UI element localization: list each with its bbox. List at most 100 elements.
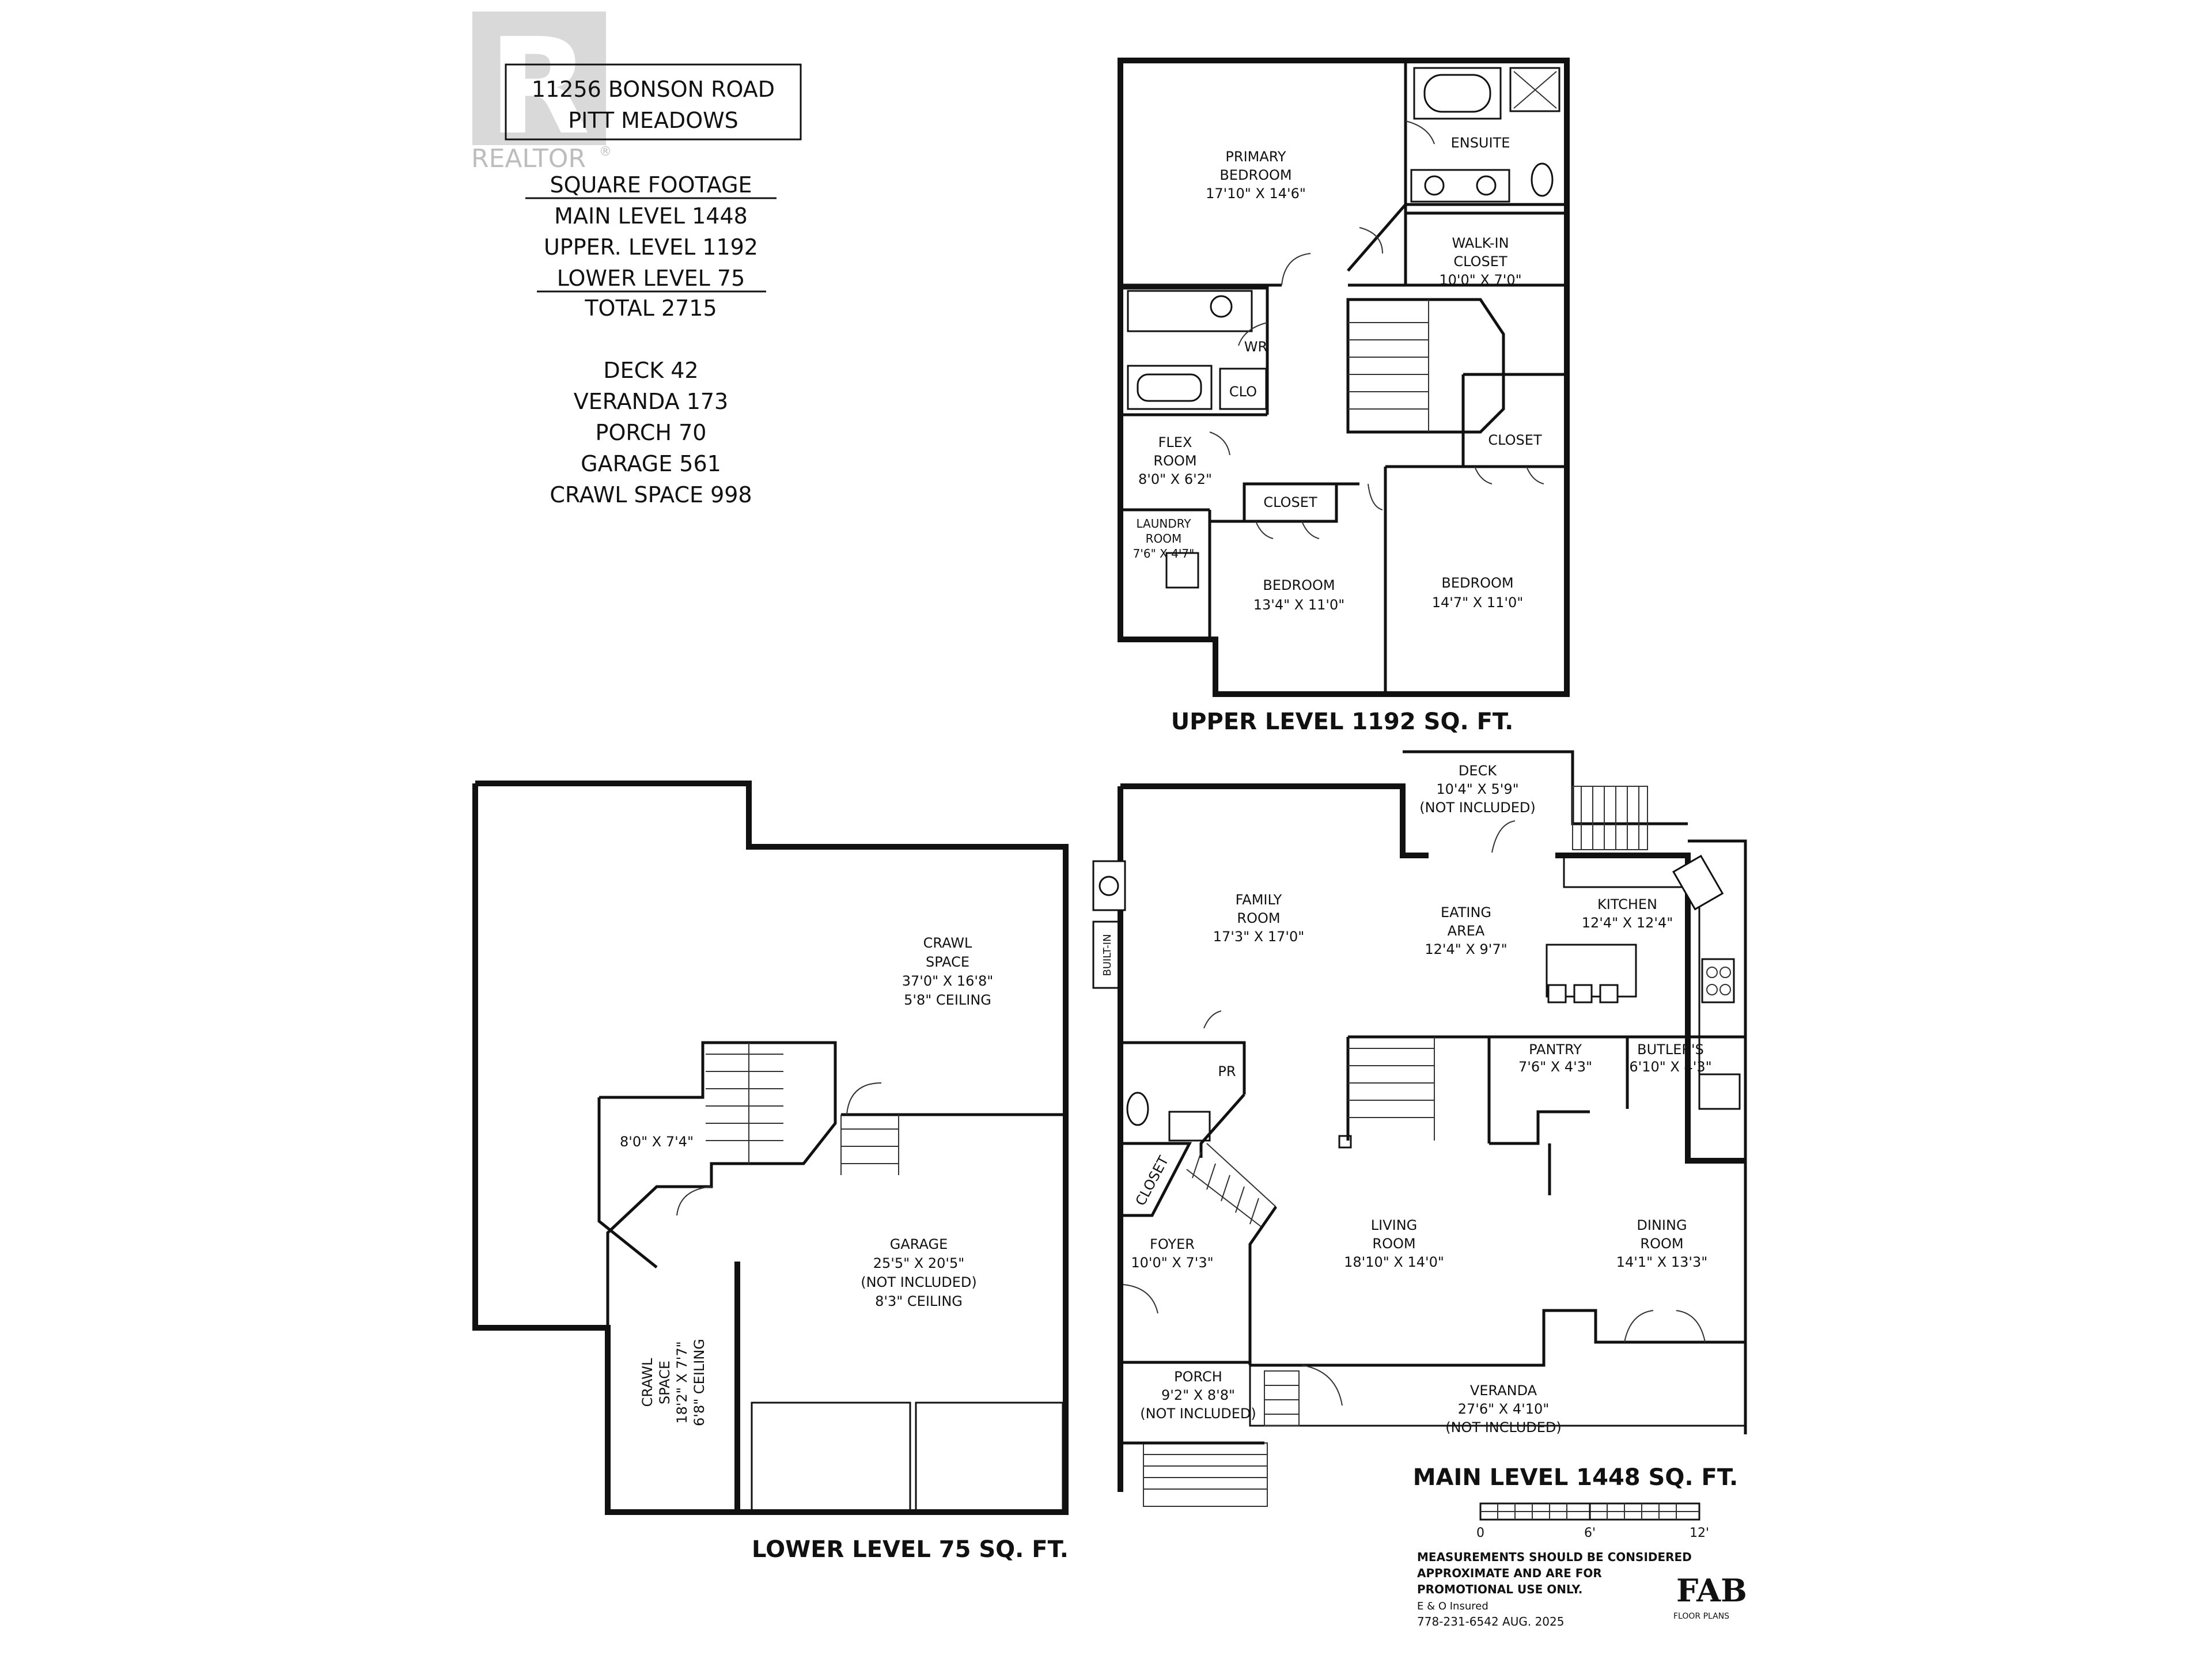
upper-ensuite: ENSUITE	[1451, 135, 1510, 151]
sqft-main: MAIN LEVEL 1448	[554, 203, 748, 229]
extra-porch: PORCH 70	[596, 420, 707, 445]
main-living-dim: 18'10" X 14'0"	[1344, 1254, 1444, 1270]
upper-clo: CLO	[1229, 384, 1257, 400]
disclaimer-l1: MEASUREMENTS SHOULD BE CONSIDERED	[1417, 1550, 1692, 1564]
main-family-dim: 17'3" X 17'0"	[1213, 929, 1305, 945]
lower-level-title: LOWER LEVEL 75 SQ. FT.	[752, 1536, 1069, 1563]
upper-bed1-l1: BEDROOM	[1263, 577, 1335, 593]
main-pantry-l1: PANTRY	[1529, 1041, 1582, 1058]
main-pantry-dim: 7'6" X 4'3"	[1518, 1059, 1592, 1075]
address-box: 11256 BONSON ROAD PITT MEADOWS	[505, 63, 802, 141]
upper-primary-l1: PRIMARY	[1225, 149, 1286, 165]
upper-walkin-l1: WALK-IN	[1452, 235, 1509, 251]
fab-name: FAB	[1676, 1572, 1747, 1609]
upper-flex-l1: FLEX	[1158, 434, 1192, 450]
lower-crawl2-dim: 18'2" X 7'7"	[674, 1341, 690, 1423]
upper-level-plan: PRIMARY BEDROOM 17'10" X 14'6" ENSUITE W…	[1118, 58, 1570, 735]
main-deck-l1: DECK	[1459, 763, 1497, 779]
upper-level-title: UPPER LEVEL 1192 SQ. FT.	[1171, 709, 1514, 735]
main-deck-note: (NOT INCLUDED)	[1419, 800, 1536, 816]
main-living-l1: LIVING	[1371, 1217, 1418, 1233]
lower-crawl1-l1: CRAWL	[923, 935, 972, 951]
main-kitchen-l1: KITCHEN	[1597, 896, 1657, 912]
lower-level-plan: CRAWL SPACE 37'0" X 16'8" 5'8" CEILING 8…	[472, 781, 1069, 1563]
main-family-l1: FAMILY	[1236, 892, 1282, 908]
upper-bed2-dim: 14'7" X 11'0"	[1432, 594, 1524, 611]
logo-brand: REALTOR	[471, 144, 586, 173]
extra-deck: DECK 42	[603, 358, 698, 383]
main-pr: PR	[1218, 1063, 1236, 1080]
sqft-total: TOTAL 2715	[584, 296, 717, 321]
main-veranda-dim: 27'6" X 4'10"	[1458, 1401, 1550, 1417]
upper-walkin-dim: 10'0" X 7'0"	[1439, 272, 1521, 288]
main-dining-l1: DINING	[1637, 1217, 1687, 1233]
foyer-stairs	[1186, 1143, 1277, 1228]
sqft-lower: LOWER LEVEL 75	[557, 266, 745, 291]
main-foyer-dim: 10'0" X 7'3"	[1131, 1255, 1213, 1271]
lower-crawl1-l2: SPACE	[926, 954, 969, 970]
upper-laundry-l1: LAUNDRY	[1136, 517, 1191, 531]
main-eating-dim: 12'4" X 9'7"	[1425, 941, 1507, 957]
lower-stair-room-dim: 8'0" X 7'4"	[620, 1134, 694, 1150]
realtor-logo[interactable]: R REALTOR ®	[471, 10, 612, 173]
lower-crawl1-dim: 37'0" X 16'8"	[902, 973, 994, 989]
main-porch-note: (NOT INCLUDED)	[1140, 1406, 1256, 1422]
disclaimer-l3: PROMOTIONAL USE ONLY.	[1417, 1582, 1582, 1596]
lower-garage-note: (NOT INCLUDED)	[861, 1274, 977, 1290]
main-family-l2: ROOM	[1237, 910, 1280, 926]
fab-sub: FLOOR PLANS	[1673, 1612, 1729, 1621]
main-foyer-l1: FOYER	[1150, 1236, 1195, 1252]
extra-crawl: CRAWL SPACE 998	[550, 482, 752, 507]
main-butlers-l1: BUTLER'S	[1637, 1041, 1704, 1058]
main-builtin: BUILT-IN	[1101, 934, 1113, 976]
sqft-title: SQUARE FOOTAGE	[550, 172, 752, 198]
main-closet: CLOSET	[1132, 1153, 1172, 1209]
upper-flex-dim: 8'0" X 6'2"	[1138, 471, 1212, 487]
address-line1: 11256 BONSON ROAD	[532, 77, 775, 102]
address-line2: PITT MEADOWS	[568, 108, 738, 133]
main-kitchen-dim: 12'4" X 12'4"	[1582, 915, 1673, 931]
main-eating-l1: EATING	[1441, 904, 1491, 921]
disclaimer-l5: 778-231-6542 AUG. 2025	[1417, 1615, 1564, 1628]
upper-laundry-dim: 7'6" X 4'7"	[1133, 547, 1195, 560]
logo-mark: ®	[599, 145, 612, 159]
main-dining-dim: 14'1" X 13'3"	[1616, 1254, 1708, 1270]
lower-garage-dim: 25'5" X 20'5"	[873, 1255, 965, 1271]
upper-bed2-l1: BEDROOM	[1441, 575, 1513, 591]
upper-walkin-l2: CLOSET	[1453, 253, 1508, 270]
scale-tick-0: 0	[1476, 1526, 1484, 1540]
upper-bed1-dim: 13'4" X 11'0"	[1253, 597, 1345, 613]
disclaimer-l4: E & O Insured	[1417, 1600, 1488, 1612]
lower-garage-ceil: 8'3" CEILING	[875, 1293, 963, 1309]
lower-crawl2-ceil: 6'8" CEILING	[691, 1339, 707, 1426]
upper-wr: WR	[1244, 339, 1267, 355]
scale-tick-12: 12'	[1690, 1526, 1709, 1540]
lower-stairs	[706, 1043, 899, 1175]
lower-crawl2-l2: SPACE	[657, 1361, 673, 1404]
lower-garage-l1: GARAGE	[890, 1236, 948, 1252]
scale-bar: 0 6' 12'	[1476, 1502, 1709, 1540]
main-level-title: MAIN LEVEL 1448 SQ. FT.	[1413, 1464, 1738, 1491]
main-stairs	[1348, 1037, 1435, 1141]
main-living-l2: ROOM	[1372, 1236, 1415, 1252]
main-level-plan: DECK 10'4" X 5'9" (NOT INCLUDED) FAMILY …	[1092, 750, 1747, 1507]
upper-primary-dim: 17'10" X 14'6"	[1206, 185, 1306, 202]
upper-primary-l2: BEDROOM	[1219, 167, 1291, 183]
upper-stairs	[1348, 300, 1429, 432]
square-footage-summary: SQUARE FOOTAGE MAIN LEVEL 1448 UPPER. LE…	[525, 172, 777, 507]
main-porch-dim: 9'2" X 8'8"	[1161, 1387, 1235, 1403]
scale-tick-6: 6'	[1584, 1526, 1596, 1540]
fab-floor-plans-logo: FAB FLOOR PLANS	[1673, 1572, 1747, 1621]
main-deck-dim: 10'4" X 5'9"	[1436, 781, 1518, 797]
disclaimer-l2: APPROXIMATE AND ARE FOR	[1417, 1566, 1602, 1580]
deck-stairs	[1572, 786, 1648, 850]
upper-flex-l2: ROOM	[1153, 453, 1196, 469]
upper-closet-1: CLOSET	[1263, 494, 1317, 510]
disclaimer: MEASUREMENTS SHOULD BE CONSIDERED APPROX…	[1417, 1550, 1692, 1628]
extra-garage: GARAGE 561	[581, 451, 721, 476]
main-butlers-dim: 6'10" X 4'3"	[1629, 1059, 1711, 1075]
main-veranda-note: (NOT INCLUDED)	[1445, 1419, 1562, 1435]
lower-crawl1-ceil: 5'8" CEILING	[904, 992, 991, 1008]
upper-closet-2: CLOSET	[1488, 432, 1542, 448]
